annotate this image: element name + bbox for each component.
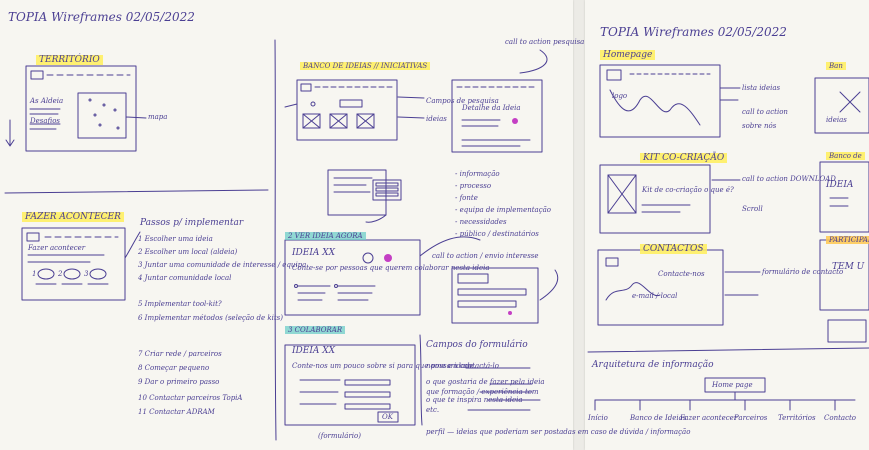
kit-title: KIT CO-CRIAÇÃO xyxy=(640,153,728,163)
detalhe-item: - processo xyxy=(455,182,492,190)
colaborar-tag-text: 3 COLABORAR xyxy=(285,326,346,334)
fazer-step-item: 9 Dar o primeiro passo xyxy=(138,378,220,386)
edge-participar-text: PARTICIPAR xyxy=(826,236,869,244)
fazer-step-item: 11 Contactar ADRAM xyxy=(138,408,215,416)
territorio-title-text: TERRITÓRIO xyxy=(36,55,103,65)
formulario-line: o que gostaria de fazer pela ideia xyxy=(426,378,545,386)
detalhe-item: - informação xyxy=(455,170,500,178)
territorio-aldeia-label: As Aldeia xyxy=(30,97,64,105)
formulario-line: o que te inspira nesta ideia xyxy=(426,396,523,404)
detalhe-item: - fonte xyxy=(455,194,478,202)
fazer-step-2: 2 xyxy=(58,270,63,278)
arquitetura-child: Parceiros xyxy=(734,414,768,422)
formulario-line: que formação / experiência tem xyxy=(426,388,539,396)
detalhe-title: Detalhe da Ideia xyxy=(462,104,521,112)
banco-title: BANCO DE IDEIAS // INICIATIVAS xyxy=(300,62,431,70)
formulario-line: nome e idade xyxy=(426,362,474,370)
edge-banco: Ban xyxy=(826,62,846,70)
colaborar-footer: (formulário) xyxy=(318,432,361,440)
fazer-step-item: 7 Criar rede / parceiros xyxy=(138,350,222,358)
right-header: TOPIA Wireframes 02/05/2022 xyxy=(600,25,787,39)
detalhe-item: - equipa de implementação xyxy=(455,206,552,214)
territorio-mapa-label: mapa xyxy=(148,113,168,121)
homepage-note-sobre: sobre nós xyxy=(742,122,777,130)
edge-banco-de: Banco de xyxy=(826,152,865,160)
fazer-title: FAZER ACONTECER xyxy=(22,212,124,222)
left-header: TOPIA Wireframes 02/05/2022 xyxy=(8,10,195,24)
fazer-list-title: Passos p/ implementar xyxy=(140,218,244,228)
contactos-card-text: Contacte-nos xyxy=(658,270,705,278)
fazer-step-item: 6 Implementar métodos (seleção de kits) xyxy=(138,314,283,322)
homepage-note-lista: lista ideias xyxy=(742,84,781,92)
contactos-title: CONTACTOS xyxy=(640,244,707,254)
fazer-step-item: 5 Implementar tool-kit? xyxy=(138,300,222,308)
fazer-box-label: Fazer acontecer xyxy=(28,244,86,252)
kit-title-text: KIT CO-CRIAÇÃO xyxy=(640,153,728,163)
arquitetura-child: Início xyxy=(588,414,608,422)
homepage-logo: logo xyxy=(612,92,628,100)
territorio-desafios-label: Desafios xyxy=(30,117,60,125)
arquitetura-root: Home page xyxy=(712,381,753,389)
fazer-step-item: 3 Juntar uma comunidade de interesse / e… xyxy=(138,261,307,269)
ver-ideia-call-note: call to action / envio interesse xyxy=(432,252,539,260)
arquitetura-child: Territórios xyxy=(778,414,816,422)
detalhe-item: - necessidades xyxy=(455,218,507,226)
left-sheet xyxy=(0,0,573,450)
arquitetura-child: Contacto xyxy=(824,414,857,422)
formulario-footer: perfil — ideias que poderiam ser postada… xyxy=(426,428,691,436)
arquitetura-title: Arquitetura de informação xyxy=(592,360,714,370)
fazer-step-item: 2 Escolher um local (aldeia) xyxy=(138,248,238,256)
homepage-title: Homepage xyxy=(600,50,656,60)
ver-ideia-card-text: Conte-se por pessoas que querem colabora… xyxy=(292,264,490,272)
detalhe-item: - público / destinatários xyxy=(455,230,539,238)
fazer-title-text: FAZER ACONTECER xyxy=(22,212,124,222)
contactos-note-email: e-mail / local xyxy=(632,292,678,300)
homepage-note-call: call to action xyxy=(742,108,788,116)
colaborar-card-text: Conte-nos um pouco sobre si para que pos… xyxy=(292,362,499,370)
edge-ideia: IDEIA xyxy=(826,180,854,190)
formulario-title: Campos do formulário xyxy=(426,340,528,350)
fazer-step-item: 10 Contactar parceiros TopiA xyxy=(138,394,243,402)
edge-banco-text: Ban xyxy=(826,62,846,70)
ver-ideia-tag-text: 2 VER IDEIA AGORA xyxy=(285,232,366,240)
edge-participar: PARTICIPAR xyxy=(826,236,869,244)
colaborar-submit: OK xyxy=(382,413,393,421)
banco-title-text: BANCO DE IDEIAS // INICIATIVAS xyxy=(300,62,431,70)
banco-call-note: call to action pesquisa xyxy=(505,38,585,46)
fazer-step-item: 4 Juntar comunidade local xyxy=(138,274,232,282)
banco-ideias-label: ideias xyxy=(426,115,447,123)
colaborar-card-title: IDEIA XX xyxy=(292,346,336,356)
arquitetura-child: Fazer acontecer xyxy=(680,414,738,422)
contactos-note-form: formulário de contacto xyxy=(762,268,844,276)
fazer-step-3: 3 xyxy=(84,270,89,278)
territorio-title: TERRITÓRIO xyxy=(36,55,103,65)
fazer-step-item: 8 Começar pequeno xyxy=(138,364,210,372)
formulario-line: etc. xyxy=(426,406,440,414)
banco-filtros-label: Campos de pesquisa xyxy=(426,97,499,105)
kit-note-scroll: Scroll xyxy=(742,205,763,213)
fazer-step-item: 1 Escolher uma ideia xyxy=(138,235,213,243)
ver-ideia-tag: 2 VER IDEIA AGORA xyxy=(285,232,366,240)
ver-ideia-card-title: IDEIA XX xyxy=(292,248,336,258)
arquitetura-child: Banco de Ideias xyxy=(630,414,687,422)
edge-tem: TEM U xyxy=(832,262,865,272)
kit-card-text: Kit de co-criação o que é? xyxy=(642,186,734,194)
fazer-step-1: 1 xyxy=(32,270,37,278)
homepage-title-text: Homepage xyxy=(600,50,656,60)
edge-banco-de-text: Banco de xyxy=(826,152,865,160)
right-sheet xyxy=(585,0,869,450)
contactos-title-text: CONTACTOS xyxy=(640,244,707,254)
kit-note: call to action DOWNLOAD xyxy=(742,175,836,183)
colaborar-tag: 3 COLABORAR xyxy=(285,326,346,334)
edge-ideias: ideias xyxy=(826,116,847,124)
